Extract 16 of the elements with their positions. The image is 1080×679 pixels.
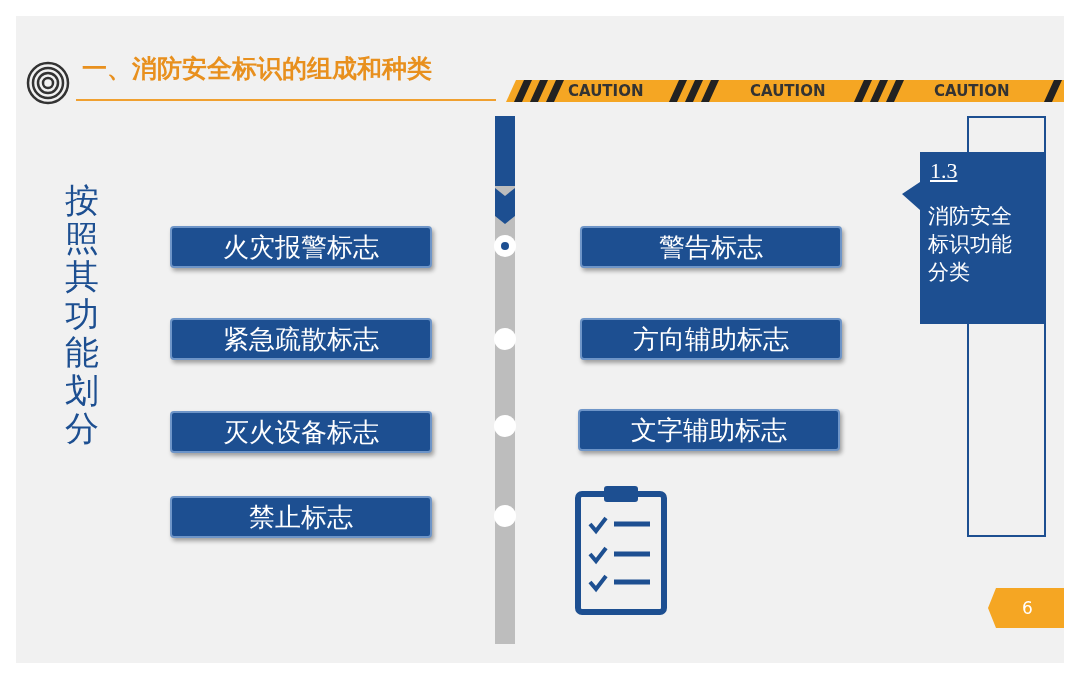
category-box: 方向辅助标志	[580, 318, 842, 360]
category-box: 文字辅助标志	[578, 409, 840, 451]
page-number: 6	[1022, 598, 1033, 618]
slide-title: 一、消防安全标识的组成和种类	[82, 53, 432, 85]
category-box: 警告标志	[580, 226, 842, 268]
section-callout	[902, 152, 1045, 324]
vertical-heading: 按照其功能划分	[64, 181, 100, 447]
category-box: 灭火设备标志	[170, 411, 432, 453]
category-box: 禁止标志	[170, 496, 432, 538]
caution-text: CAUTION	[568, 82, 644, 100]
section-heading: 消防安全标识功能分类	[928, 203, 1013, 286]
category-box: 紧急疏散标志	[170, 318, 432, 360]
section-number: 1.3	[930, 158, 958, 184]
caution-text: CAUTION	[750, 82, 826, 100]
category-box: 火灾报警标志	[170, 226, 432, 268]
caution-text: CAUTION	[934, 82, 1010, 100]
